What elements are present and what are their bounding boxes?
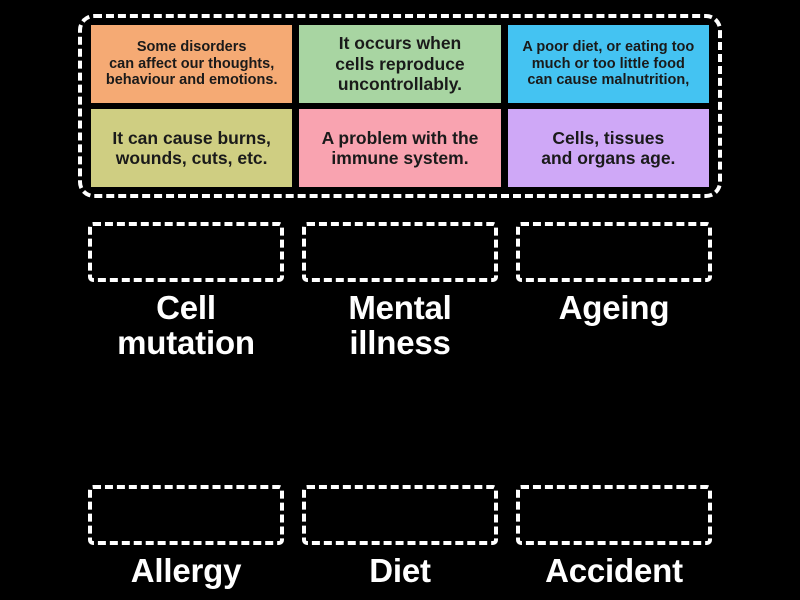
dropzone-label: Accident	[545, 552, 683, 590]
dropzone-cell: Ageing	[516, 222, 712, 360]
dropzone-label: Ageing	[558, 289, 670, 326]
answer-card[interactable]: It can cause burns, wounds, cuts, etc.	[91, 109, 293, 187]
dropzone-allergy[interactable]	[88, 485, 284, 546]
answer-bank-tray: Some disorders can affect our thoughts, …	[78, 14, 722, 198]
dropzone-row: Cell mutation Mental illness Ageing	[0, 222, 800, 360]
answer-card-text: It can cause burns, wounds, cuts, etc.	[112, 127, 271, 168]
dropzone-diet[interactable]	[302, 485, 498, 546]
dropzone-accident[interactable]	[516, 485, 712, 546]
answer-card[interactable]: Some disorders can affect our thoughts, …	[91, 25, 293, 103]
dropzone-mental-illness[interactable]	[302, 222, 498, 282]
dropzone-cell: Diet	[302, 485, 498, 589]
answer-card-text: A poor diet, or eating too much or too l…	[522, 38, 695, 89]
dropzone-label: Cell mutation	[117, 289, 255, 361]
dropzone-cell: Allergy	[88, 485, 284, 589]
answer-card-text: It occurs when cells reproduce uncontrol…	[335, 33, 465, 95]
answer-card-text: Cells, tissues and organs age.	[541, 127, 676, 168]
answer-bank-grid: Some disorders can affect our thoughts, …	[91, 25, 709, 187]
dropzone-cell: Cell mutation	[88, 222, 284, 360]
answer-card-text: Some disorders can affect our thoughts, …	[105, 38, 278, 89]
answer-card-text: A problem with the immune system.	[321, 127, 479, 168]
dropzone-row: Allergy Diet Accident	[0, 485, 800, 589]
answer-card[interactable]: Cells, tissues and organs age.	[507, 109, 709, 187]
answer-card[interactable]: It occurs when cells reproduce uncontrol…	[299, 25, 501, 103]
dropzone-ageing[interactable]	[516, 222, 712, 282]
dropzone-label: Diet	[369, 552, 431, 590]
dropzone-cell: Mental illness	[302, 222, 498, 360]
dropzone-label: Mental illness	[348, 289, 452, 361]
dropzone-area: Cell mutation Mental illness Ageing Alle…	[0, 222, 800, 589]
dropzone-cell-mutation[interactable]	[88, 222, 284, 282]
answer-card[interactable]: A problem with the immune system.	[299, 109, 501, 187]
dropzone-label: Allergy	[130, 552, 242, 590]
answer-card[interactable]: A poor diet, or eating too much or too l…	[507, 25, 709, 103]
dropzone-cell: Accident	[516, 485, 712, 589]
